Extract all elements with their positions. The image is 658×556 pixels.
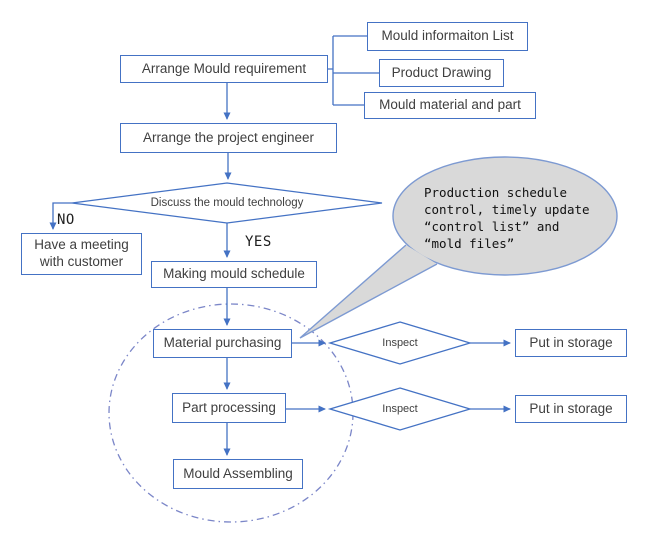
node-arrange-project-engineer: Arrange the project engineer — [120, 123, 337, 153]
diamond-inspect-2 — [327, 387, 473, 431]
branch-label-yes: YES — [245, 234, 272, 250]
node-put-in-storage-2: Put in storage — [515, 395, 627, 423]
node-arrange-mould-requirement: Arrange Mould requirement — [120, 55, 328, 83]
node-mould-assembling: Mould Assembling — [173, 459, 303, 489]
callout-tail — [300, 245, 437, 338]
diamond-discuss-mould-technology — [71, 182, 383, 224]
arrow-no-to-meeting — [49, 202, 72, 230]
label-discuss-mould-technology: Discuss the mould technology — [150, 197, 304, 209]
callout-balloon — [392, 156, 618, 276]
node-part-processing: Part processing — [172, 393, 286, 423]
node-product-drawing: Product Drawing — [379, 59, 504, 87]
node-making-mould-schedule: Making mould schedule — [151, 261, 317, 288]
node-put-in-storage-1: Put in storage — [515, 329, 627, 357]
connector-requirement-bracket — [328, 35, 379, 106]
diamond-inspect-1 — [327, 321, 473, 365]
callout-tail-edges — [299, 244, 438, 339]
node-material-purchasing: Material purchasing — [153, 329, 292, 358]
node-mould-material-and-part: Mould material and part — [364, 92, 536, 119]
node-have-meeting-with-customer: Have a meeting with customer — [21, 233, 142, 275]
branch-label-no: NO — [57, 212, 75, 228]
node-mould-information-list: Mould informaiton List — [367, 22, 528, 51]
label-inspect-2: Inspect — [382, 403, 418, 415]
callout-production-schedule-note: Production schedule control, timely upda… — [424, 185, 590, 251]
label-inspect-1: Inspect — [382, 337, 418, 349]
